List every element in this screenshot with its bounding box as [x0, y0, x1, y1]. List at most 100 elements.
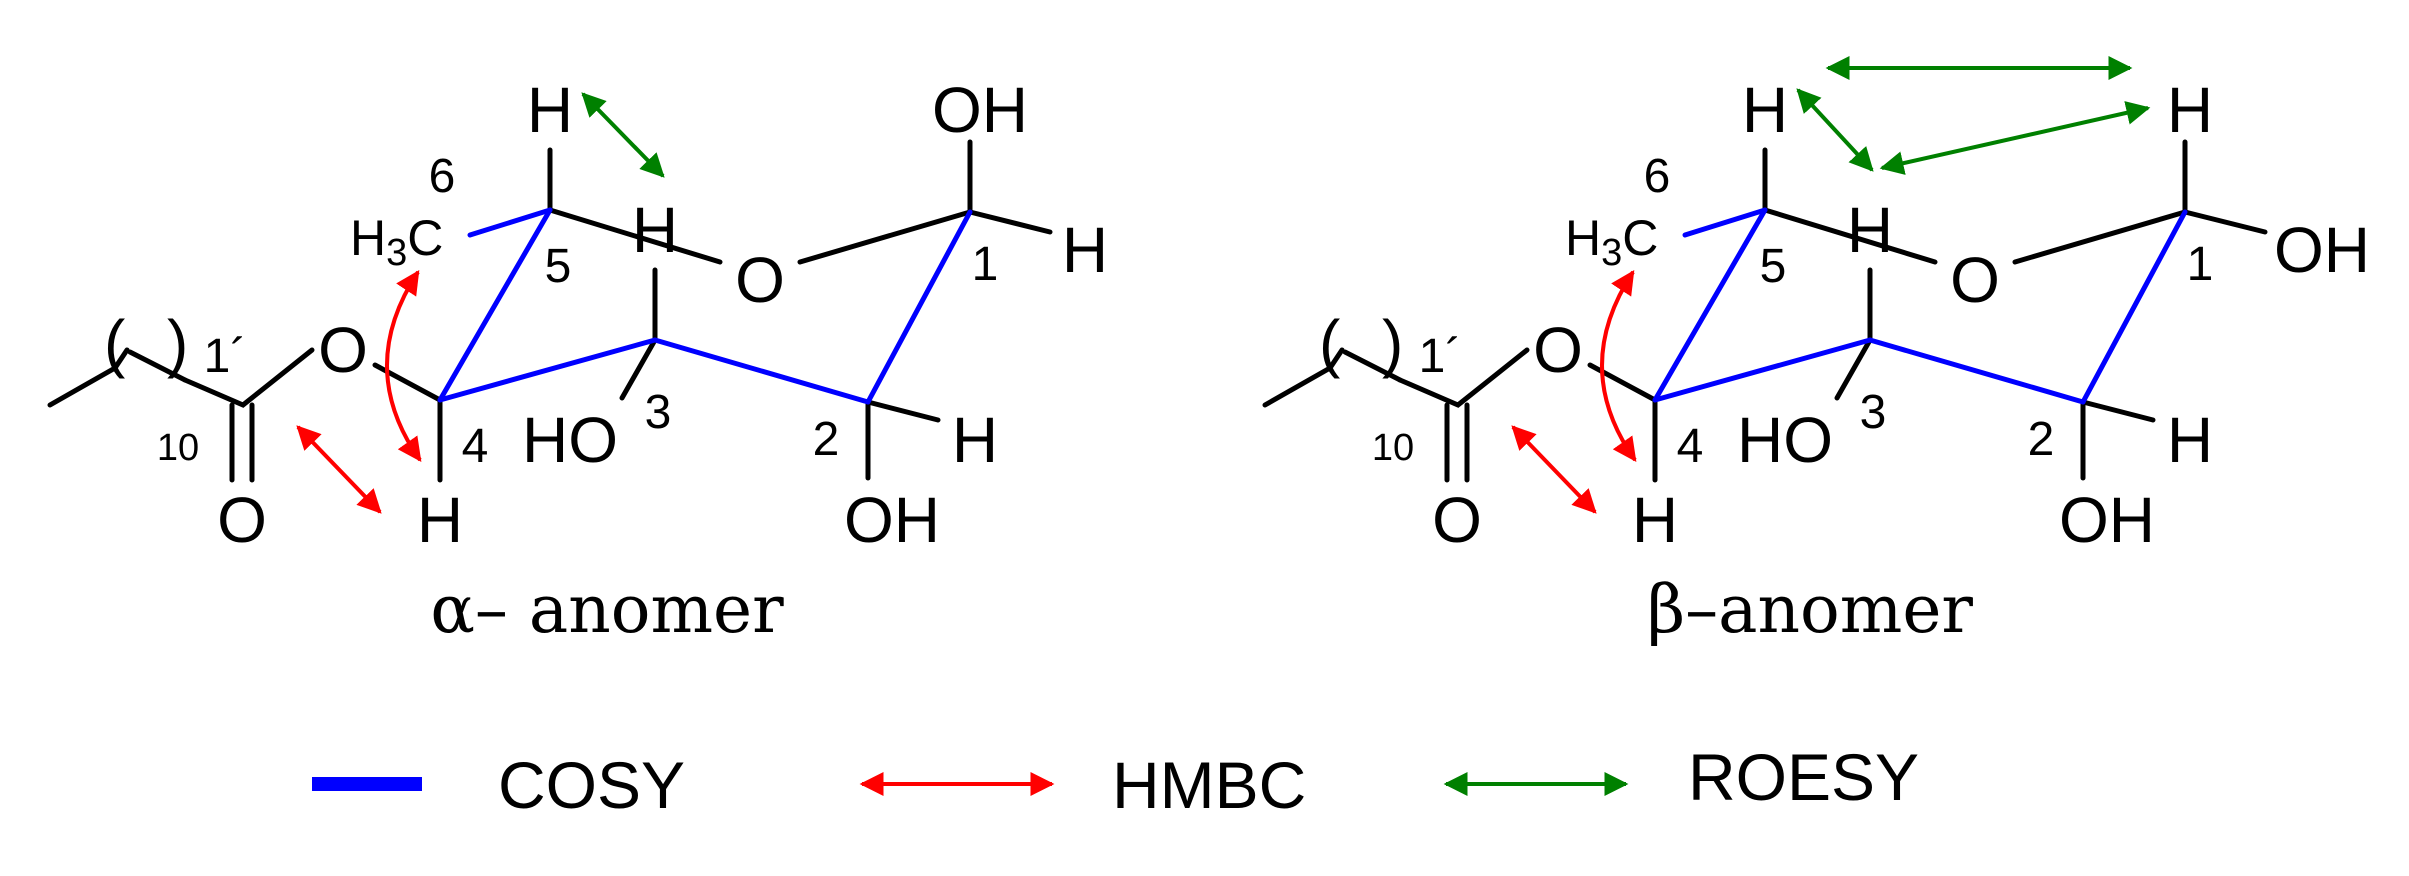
beta-atom-h3c: H3C: [1565, 210, 1658, 274]
beta-roesy-arrow-h5-h3: [1796, 88, 1874, 172]
alpha-atom-ring-o: O: [735, 244, 785, 316]
alpha-atom-carbonyl-o: O: [217, 484, 267, 556]
alpha-c3-oh-bond: [619, 337, 658, 401]
beta-bonds: [1262, 139, 2268, 483]
alpha-atom-h2: H: [952, 404, 998, 476]
beta-cosy-bonds: [1652, 207, 2188, 405]
alpha-atom-h3: H: [632, 194, 678, 266]
beta-carbonyl-bond: [1444, 402, 1470, 483]
beta-atom-ring-o: O: [1950, 244, 2000, 316]
beta-atom-ho3: HO: [1737, 404, 1833, 476]
beta-anomer-structure: ( ) O O H3C H H H O H OH HO H OH 1´ 10 6…: [1262, 56, 2370, 648]
alpha-atom-paren-close: ): [167, 307, 188, 379]
beta-atom-h3: H: [1847, 194, 1893, 266]
alpha-num-3: 3: [645, 386, 672, 439]
beta-cosy-bond-c5-c4: [1652, 207, 1768, 403]
alpha-carbonyl-bond: [229, 402, 255, 483]
alpha-ester-bond: [182, 347, 315, 408]
beta-atom-carbonyl-o: O: [1432, 484, 1482, 556]
alpha-hmbc-arrow-h4-carbonyl: [296, 425, 382, 514]
beta-num-1: 1: [2187, 238, 2214, 291]
beta-atom-h5: H: [1742, 74, 1788, 146]
legend-item-cosy: COSY: [312, 748, 685, 822]
beta-num-2: 2: [2028, 413, 2055, 466]
alpha-num-5: 5: [545, 240, 572, 293]
legend-roesy-label: ROESY: [1688, 740, 1919, 814]
beta-hmbc-arrow-h4-c6: [1600, 269, 1637, 462]
beta-ring-o-c1-bond: [2012, 209, 2188, 265]
alpha-chain-bond: [127, 349, 188, 383]
beta-ester-bond: [1397, 347, 1530, 408]
beta-atom-oh2: OH: [2059, 484, 2155, 556]
beta-position-numbers: 1´ 10 6 5 4 3 2 1: [1372, 150, 2213, 473]
beta-roesy-arrows: [1796, 56, 2151, 175]
beta-num-4: 4: [1677, 420, 1704, 473]
beta-cosy-bond-c4-c3: [1652, 337, 1873, 403]
alpha-hmbc-arrows: [296, 269, 422, 514]
beta-atom-h2: H: [2167, 404, 2213, 476]
beta-atom-oh1: OH: [2274, 214, 2370, 286]
alpha-atom-labels: ( ) O O H3C H H H O OH H HO H OH: [104, 74, 1108, 556]
alpha-atom-h4: H: [417, 484, 463, 556]
alpha-ring-o-c1-bond: [797, 209, 973, 265]
alpha-num-1prime: 1´: [204, 330, 247, 383]
alpha-atom-ho3: HO: [522, 404, 618, 476]
alpha-num-1: 1: [972, 238, 999, 291]
beta-num-5: 5: [1760, 240, 1787, 293]
legend-cosy-swatch: [312, 777, 422, 791]
alpha-anomer-structure: ( ) O O H3C H H H O OH H HO H OH 1´ 10 6…: [47, 74, 1108, 648]
alpha-chain-bond: [47, 347, 130, 408]
legend: COSY HMBC ROESY: [312, 740, 1919, 822]
alpha-cosy-bond-c2-c1: [865, 209, 973, 405]
legend-hmbc-label: HMBC: [1112, 748, 1306, 822]
alpha-c5-ring-o-bond: [547, 207, 723, 265]
beta-hmbc-arrow-h4-carbonyl: [1511, 425, 1597, 514]
beta-roesy-arrow-h3-h1: [1879, 101, 2151, 175]
alpha-cosy-bond-c3-c2: [652, 337, 871, 405]
beta-atom-paren-open: (: [1319, 307, 1340, 379]
legend-item-roesy: ROESY: [1443, 740, 1919, 814]
alpha-c1-h-bond: [967, 209, 1053, 235]
beta-chain-bond: [1262, 347, 1345, 408]
beta-num-10: 10: [1372, 427, 1414, 469]
beta-hmbc-arrows: [1511, 269, 1637, 514]
beta-c1-oh-bond: [2182, 209, 2268, 235]
alpha-cosy-bond-c4-c3: [437, 337, 658, 403]
alpha-atom-h1: H: [1062, 214, 1108, 286]
beta-o-c4-bond: [1587, 362, 1658, 403]
beta-atom-h1: H: [2167, 74, 2213, 146]
beta-c3-oh-bond: [1834, 337, 1873, 401]
alpha-roesy-arrow-h5-h3: [581, 92, 665, 178]
legend-item-hmbc: HMBC: [859, 748, 1306, 822]
beta-atom-paren-close: ): [1382, 307, 1403, 379]
alpha-position-numbers: 1´ 10 6 5 4 3 2 1: [157, 150, 998, 473]
alpha-roesy-arrows: [581, 92, 665, 178]
alpha-num-4: 4: [462, 420, 489, 473]
beta-atom-labels: ( ) O O H3C H H H O H OH HO H OH: [1319, 74, 2370, 556]
alpha-atom-oh1: OH: [932, 74, 1028, 146]
beta-c2-h-bond: [2080, 399, 2156, 423]
alpha-cosy-bond-c6-c5: [467, 207, 553, 238]
beta-cosy-bond-c6-c5: [1682, 207, 1768, 238]
alpha-cosy-bonds: [437, 207, 973, 405]
alpha-cosy-bond-c5-c4: [437, 207, 553, 403]
alpha-c2-h-bond: [865, 399, 941, 423]
beta-cosy-bond-c2-c1: [2080, 209, 2188, 405]
alpha-hmbc-arrow-h4-c6: [385, 269, 422, 462]
beta-atom-h4: H: [1632, 484, 1678, 556]
alpha-atom-h5: H: [527, 74, 573, 146]
alpha-atom-h3c: H3C: [350, 210, 443, 274]
beta-num-1prime: 1´: [1419, 330, 1462, 383]
beta-num-3: 3: [1860, 386, 1887, 439]
beta-num-6: 6: [1644, 150, 1671, 203]
alpha-num-2: 2: [813, 413, 840, 466]
alpha-anomer-caption: α– anomer: [430, 571, 784, 648]
beta-anomer-caption: β–anomer: [1647, 571, 1973, 648]
alpha-num-6: 6: [429, 150, 456, 203]
alpha-atom-oh2: OH: [844, 484, 940, 556]
alpha-atom-paren-open: (: [104, 307, 125, 379]
alpha-o-c4-bond: [372, 362, 443, 403]
beta-atom-ester-o: O: [1533, 314, 1583, 386]
beta-c5-ring-o-bond: [1762, 207, 1938, 265]
